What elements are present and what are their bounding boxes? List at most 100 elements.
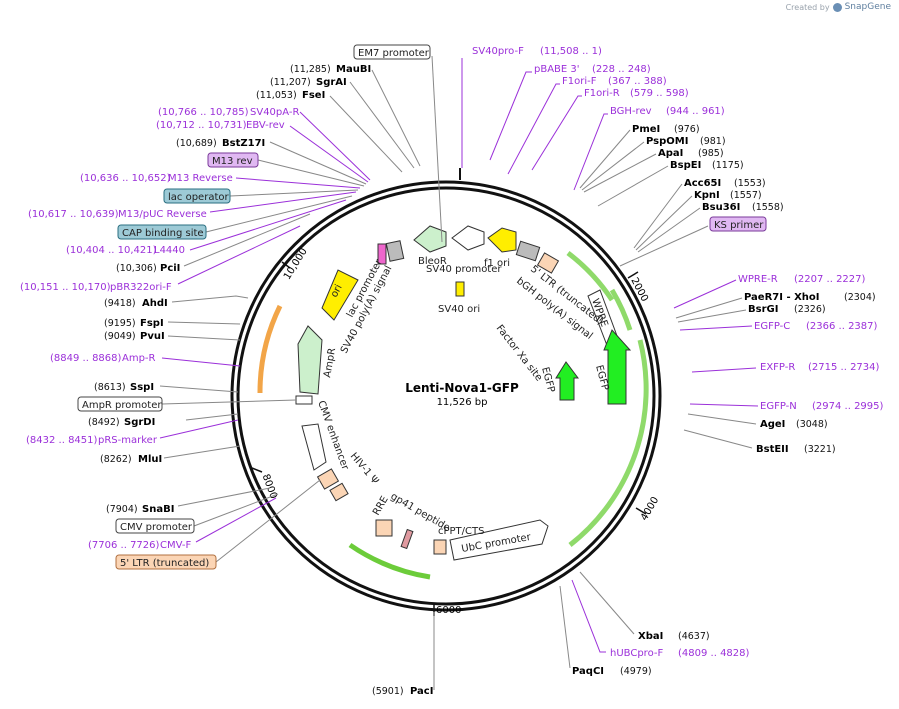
- label-snabi[interactable]: (7904) SnaBI: [106, 487, 271, 515]
- label-m13puc-reverse[interactable]: (10,617 .. 10,639) M13/pUC Reverse: [28, 191, 357, 220]
- label-xbai[interactable]: XbaI (4637): [579, 571, 710, 642]
- label-ampr-promoter[interactable]: AmpR promoter: [77, 396, 297, 412]
- label-agei[interactable]: AgeI (3048): [687, 413, 828, 430]
- label-pbr322ori-f[interactable]: (10,151 .. 10,170) pBR322ori-F: [20, 225, 301, 293]
- svg-text:M13/pUC Reverse: M13/pUC Reverse: [118, 209, 207, 220]
- label-fspi[interactable]: (9195) FspI: [104, 318, 241, 329]
- label-m13-reverse[interactable]: (10,636 .. 10,652) M13 Reverse: [80, 173, 361, 189]
- label-pvui[interactable]: (9049) PvuI: [104, 331, 241, 342]
- svg-text:MauBI: MauBI: [336, 64, 371, 75]
- cppt-label: cPPT/CTS: [438, 526, 484, 537]
- rre-label: RRE: [371, 494, 391, 517]
- label-cmv-promoter[interactable]: CMV promoter: [115, 493, 279, 534]
- svg-text:(228 .. 248): (228 .. 248): [592, 64, 651, 75]
- svg-text:ApaI: ApaI: [658, 148, 683, 159]
- label-ebv-rev[interactable]: (10,712 .. 10,731) EBV-rev: [156, 120, 369, 183]
- svg-text:FspI: FspI: [140, 318, 164, 329]
- label-pmei[interactable]: PmeI (976): [579, 124, 700, 189]
- svg-text:PciI: PciI: [160, 263, 180, 274]
- label-amp-r[interactable]: (8849 .. 8868) Amp-R: [50, 353, 241, 367]
- label-bsrgi[interactable]: BsrGI (2326): [677, 304, 826, 323]
- label-bgh-rev[interactable]: BGH-rev (944 .. 961): [573, 106, 725, 191]
- svg-text:(4979): (4979): [620, 666, 652, 677]
- bleor-label: BleoR: [418, 256, 447, 267]
- label-bspei[interactable]: BspEI (1175): [597, 160, 744, 207]
- hiv1-psi-label: HIV-1 Ψ: [348, 451, 381, 487]
- label-kpni[interactable]: KpnI (1557): [635, 190, 762, 251]
- credit-prefix: Created by: [785, 2, 830, 12]
- factor-xa-label: Factor Xa site: [494, 323, 545, 383]
- label-f1ori-f[interactable]: F1ori-F (367 .. 388): [507, 76, 667, 175]
- label-paci[interactable]: PacI (5901): [372, 612, 435, 697]
- svg-text:(10,766 .. 10,785): (10,766 .. 10,785): [158, 107, 249, 118]
- label-ahdi[interactable]: (9418) AhdI: [104, 295, 249, 309]
- label-ks-primer[interactable]: KS primer: [619, 216, 767, 267]
- svg-text:(10,306): (10,306): [116, 263, 157, 274]
- label-wpre-r[interactable]: WPRE-R (2207 .. 2227): [673, 274, 866, 309]
- label-lac-operator[interactable]: lac operator: [163, 188, 359, 204]
- label-mlui[interactable]: (8262) MluI: [100, 445, 241, 465]
- label-paer7i-xhoi[interactable]: PaeR7I - XhoI (2304): [675, 292, 876, 319]
- ori-feature: [321, 269, 359, 321]
- label-l4440[interactable]: (10,404 .. 10,421) L4440: [66, 199, 347, 256]
- svg-text:(2974 .. 2995): (2974 .. 2995): [812, 401, 884, 412]
- label-bsteii[interactable]: BstEII (3221): [683, 429, 836, 455]
- label-egfp-n[interactable]: EGFP-N (2974 .. 2995): [689, 401, 884, 412]
- svg-text:(579 .. 598): (579 .. 598): [630, 88, 689, 99]
- label-fsei[interactable]: (11,053) FseI: [256, 90, 403, 173]
- svg-text:(10,151 .. 10,170): (10,151 .. 10,170): [20, 282, 111, 293]
- label-sspi[interactable]: (8613) SspI: [94, 382, 239, 393]
- svg-text:(8849 .. 8868): (8849 .. 8868): [50, 353, 122, 364]
- sv40-promoter-feature: [451, 225, 485, 251]
- label-cmv-f[interactable]: (7706 .. 7726) CMV-F: [88, 497, 277, 551]
- label-sgrdi[interactable]: (8492) SgrDI: [88, 413, 239, 428]
- label-m13-rev[interactable]: M13 rev: [207, 152, 365, 187]
- svg-text:(8262): (8262): [100, 454, 132, 465]
- svg-text:CMV promoter: CMV promoter: [120, 522, 193, 533]
- svg-text:(2207 .. 2227): (2207 .. 2227): [794, 274, 866, 285]
- label-pcii[interactable]: (10,306) PciI: [116, 213, 311, 274]
- label-hubcpro-f[interactable]: hUBCpro-F (4809 .. 4828): [571, 579, 750, 659]
- label-paqci[interactable]: PaqCI (4979): [559, 585, 652, 677]
- egfp-inner-feature: [555, 361, 579, 401]
- svg-text:SnaBI: SnaBI: [142, 504, 174, 515]
- label-f1ori-r[interactable]: F1ori-R (579 .. 598): [531, 88, 689, 171]
- svg-text:(9049): (9049): [104, 331, 136, 342]
- svg-text:PaqCI: PaqCI: [572, 666, 604, 677]
- svg-text:L4440: L4440: [154, 245, 185, 256]
- label-bsu36i[interactable]: Bsu36I (1558): [637, 202, 784, 253]
- gp41-feature: [400, 528, 414, 550]
- label-em7-promoter[interactable]: EM7 promoter: [353, 44, 443, 243]
- label-egfp-c[interactable]: EGFP-C (2366 .. 2387): [679, 321, 878, 332]
- svg-text:PaeR7I - XhoI: PaeR7I - XhoI: [744, 292, 820, 303]
- label-exfp-r[interactable]: EXFP-R (2715 .. 2734): [691, 362, 880, 373]
- label-pspomi[interactable]: PspOMI (981): [581, 136, 726, 191]
- svg-text:pBABE 3': pBABE 3': [534, 64, 580, 75]
- svg-text:(8432 .. 8451): (8432 .. 8451): [26, 435, 98, 446]
- label-pbabe3[interactable]: pBABE 3' (228 .. 248): [489, 64, 651, 161]
- svg-text:WPRE-R: WPRE-R: [738, 274, 778, 285]
- cppt-feature: [433, 539, 447, 555]
- svg-text:PspOMI: PspOMI: [646, 136, 688, 147]
- svg-text:hUBCpro-F: hUBCpro-F: [610, 648, 663, 659]
- label-cap-binding-site[interactable]: CAP binding site: [117, 195, 353, 240]
- label-maubi[interactable]: (11,285) MauBI: [290, 64, 421, 167]
- snapgene-logo-icon: [832, 2, 842, 12]
- label-apai[interactable]: ApaI (985): [583, 148, 724, 193]
- svg-text:(5901): (5901): [372, 686, 404, 697]
- svg-text:(985): (985): [698, 148, 724, 159]
- label-sv40pa-r[interactable]: (10,766 .. 10,785) SV40pA-R: [158, 107, 371, 181]
- svg-text:(3221): (3221): [804, 444, 836, 455]
- svg-text:(981): (981): [700, 136, 726, 147]
- label-5-ltr-truncated[interactable]: 5' LTR (truncated): [115, 479, 321, 570]
- label-prs-marker[interactable]: (8432 .. 8451) pRS-marker: [26, 419, 239, 446]
- label-bstz17i[interactable]: (10,689) BstZ17I: [176, 138, 367, 185]
- svg-text:SspI: SspI: [130, 382, 154, 393]
- label-acc65i[interactable]: Acc65I (1553): [633, 178, 766, 249]
- svg-text:SV40pA-R: SV40pA-R: [250, 107, 299, 118]
- svg-text:(9418): (9418): [104, 298, 136, 309]
- label-sv40pro-f[interactable]: SV40pro-F (11,508 .. 1): [461, 46, 602, 168]
- svg-text:BstEII: BstEII: [756, 444, 789, 455]
- label-sgrai[interactable]: (11,207) SgrAI: [270, 77, 415, 169]
- svg-text:Bsu36I: Bsu36I: [702, 202, 740, 213]
